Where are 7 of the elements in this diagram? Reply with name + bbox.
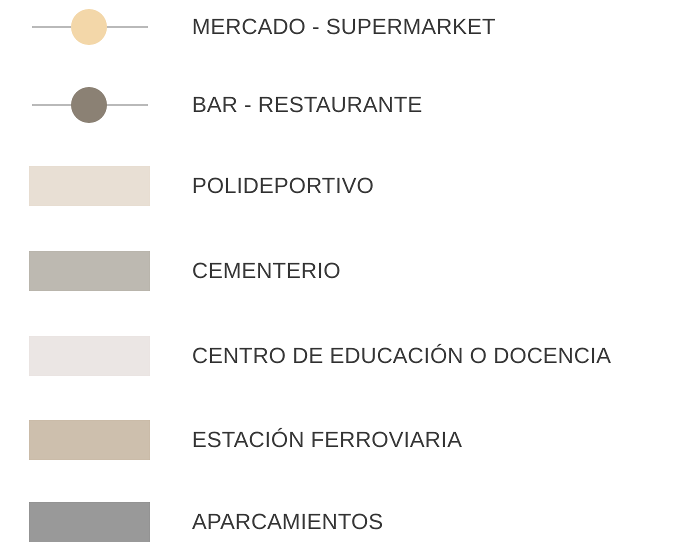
legend-label: BAR - RESTAURANTE [192, 92, 422, 118]
legend-label: CENTRO DE EDUCACIÓN O DOCENCIA [192, 343, 612, 369]
legend-label: CEMENTERIO [192, 258, 341, 284]
legend-label: ESTACIÓN FERROVIARIA [192, 427, 462, 453]
legend-label: APARCAMIENTOS [192, 509, 384, 535]
legend-label: POLIDEPORTIVO [192, 173, 374, 199]
legend-label: MERCADO - SUPERMARKET [192, 14, 496, 40]
